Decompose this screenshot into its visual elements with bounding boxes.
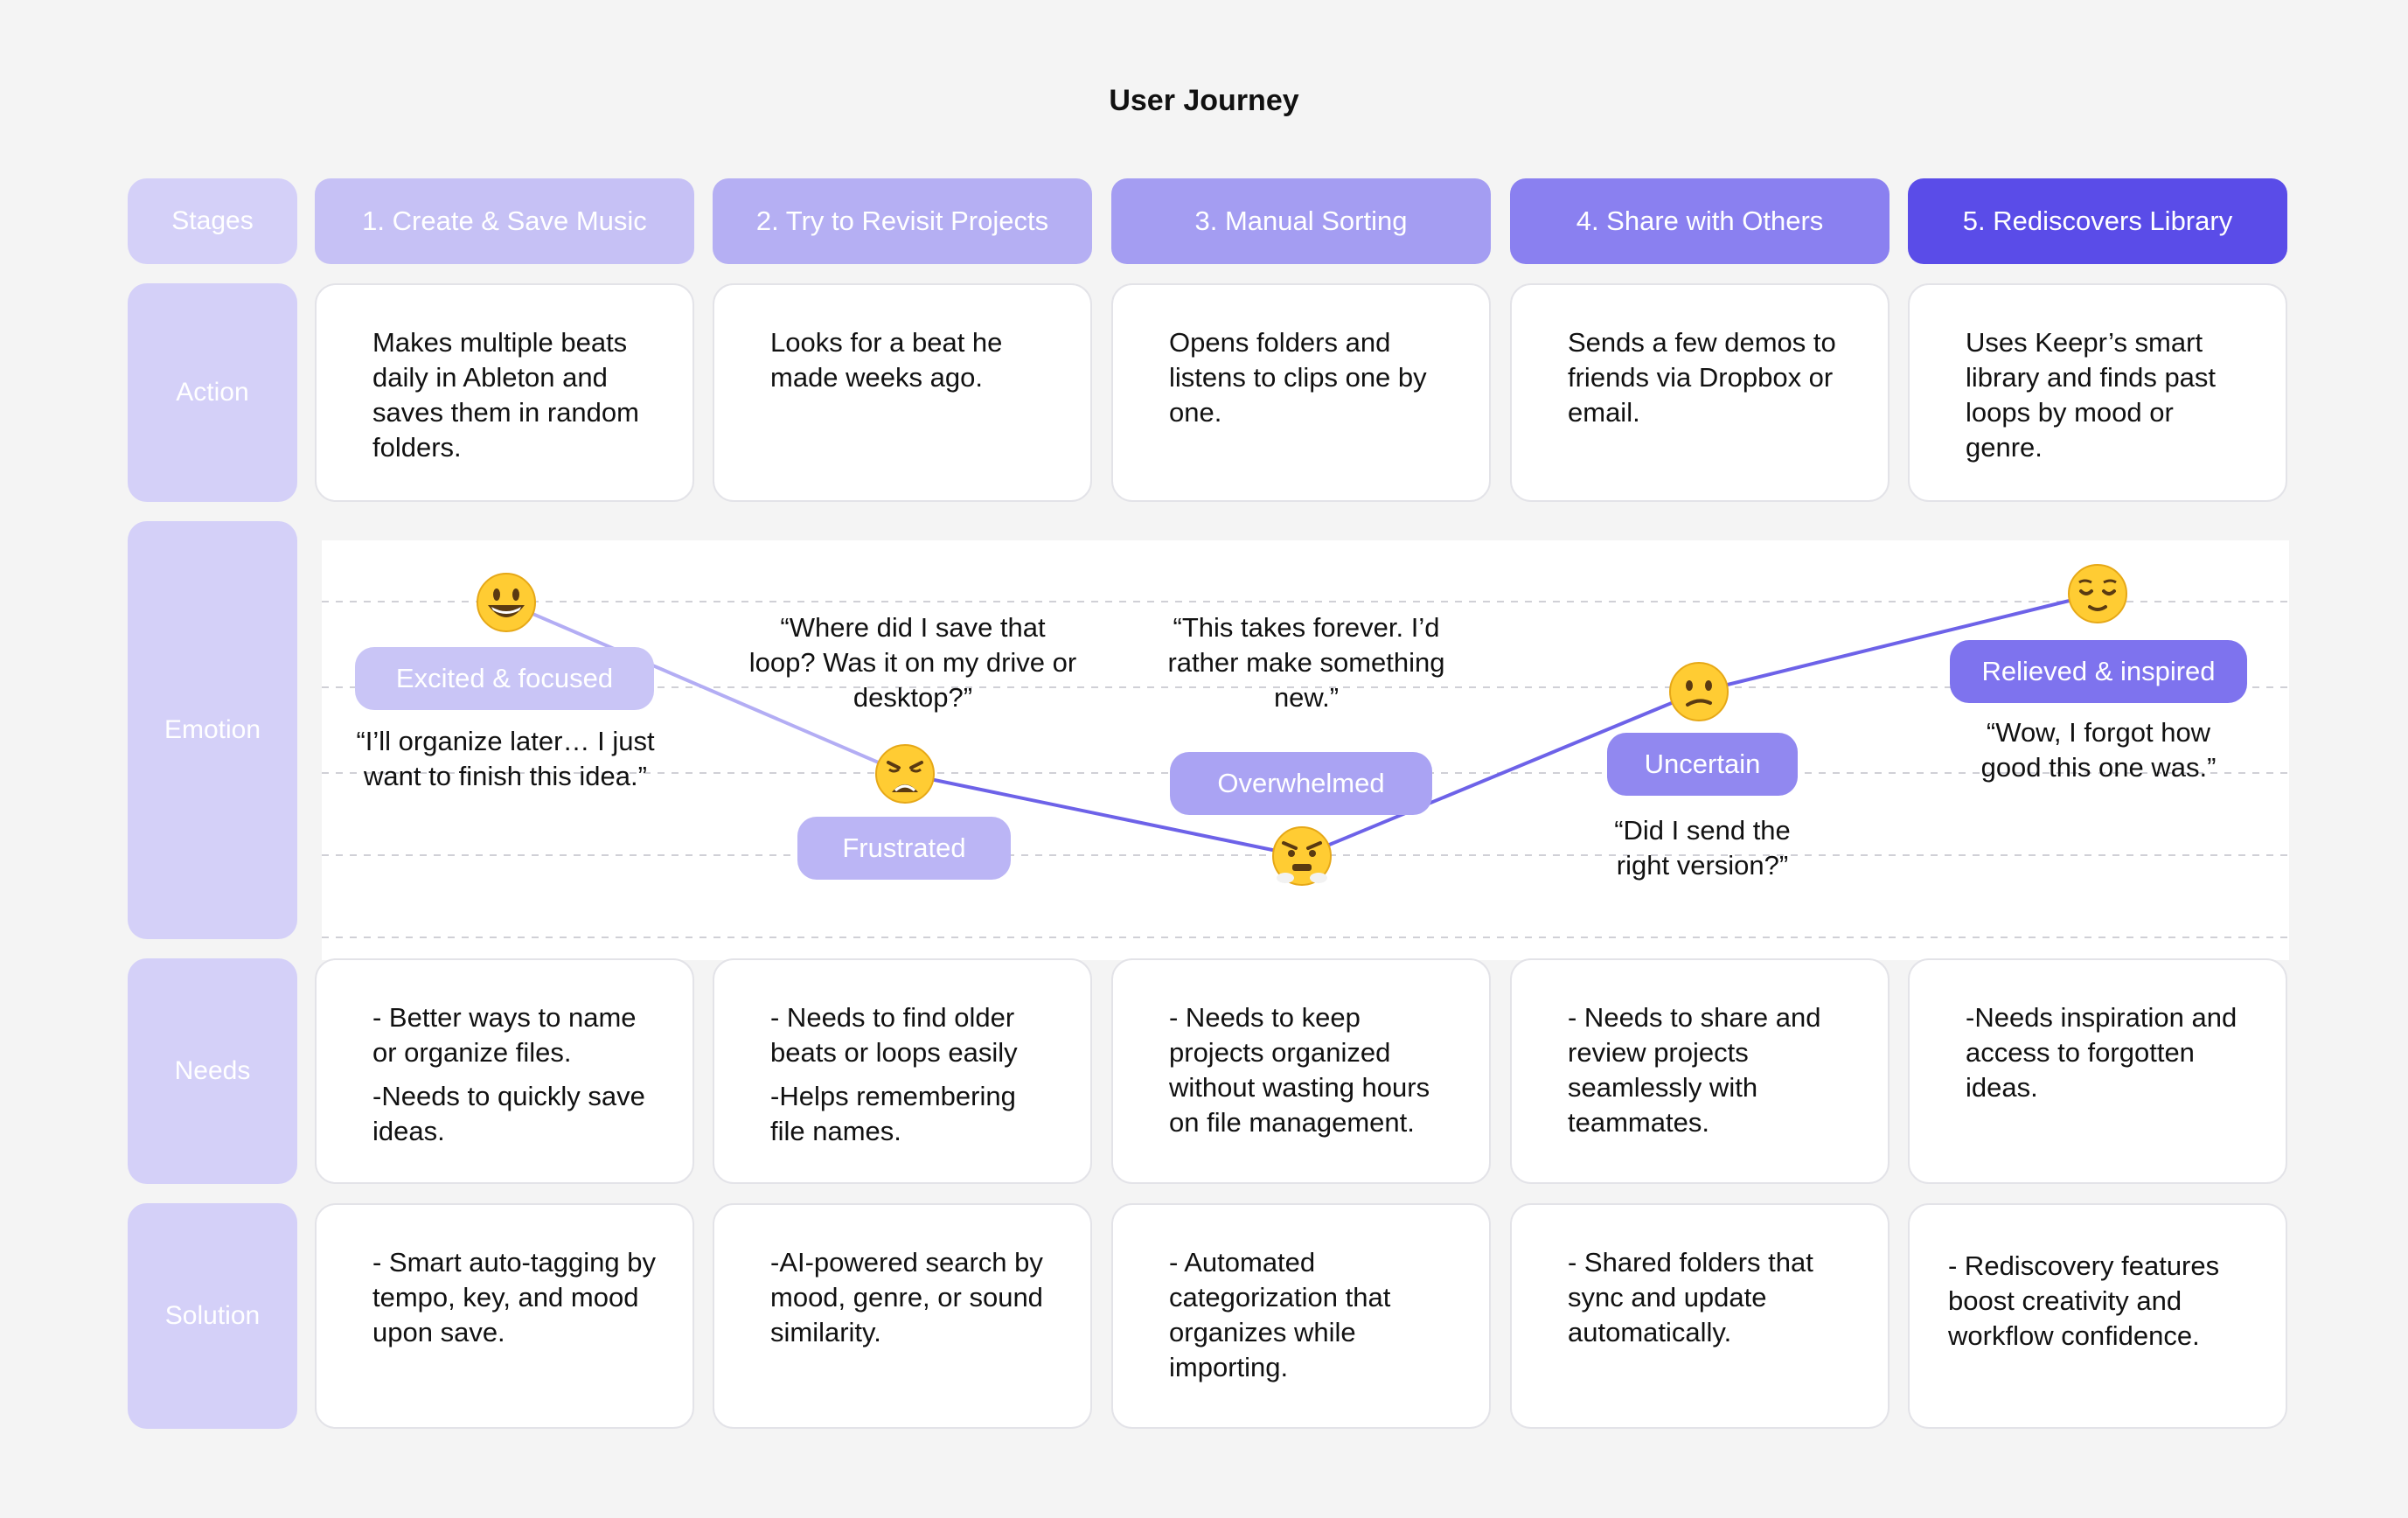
emotion-badge-3: Overwhelmed [1170, 752, 1432, 815]
emotion-curve-segment [1698, 592, 2098, 693]
solution-card-1: - Smart auto-tagging by tempo, key, and … [315, 1203, 694, 1429]
solution-card-2: -AI-powered search by mood, genre, or so… [713, 1203, 1092, 1429]
needs-text: -Needs inspiration and access to forgott… [1966, 1002, 2237, 1103]
stage-4: 4. Share with Others [1510, 178, 1890, 264]
grinning-face-icon [476, 572, 537, 633]
needs-card-1: - Better ways to name or organize files.… [315, 958, 694, 1184]
emotion-quote-2: “Where did I save that loop? Was it on m… [748, 612, 1077, 713]
solution-card-5: - Rediscovery features boost creativity … [1908, 1203, 2287, 1429]
emotion-curve-segment [505, 601, 906, 776]
action-text: Sends a few demos to friends via Dropbox… [1568, 327, 1836, 428]
emotion-quote-5: “Wow, I forgot how good this one was.” [1980, 717, 2217, 783]
row-label-emotion: Emotion [128, 521, 297, 939]
action-card-3: Opens folders and listens to clips one b… [1111, 283, 1491, 502]
action-card-1: Makes multiple beats daily in Ableton an… [315, 283, 694, 502]
emotion-quote-1: “I’ll organize later… I just want to fin… [356, 726, 655, 791]
solution-text: - Shared folders that sync and update au… [1568, 1247, 1813, 1347]
needs-text: - Better ways to name or organize files. [372, 1002, 637, 1068]
row-label-stages: Stages [128, 178, 297, 264]
stage-1: 1. Create & Save Music [315, 178, 694, 264]
emotion-badge-2: Frustrated [797, 817, 1011, 880]
emotion-curve-segment [904, 772, 1303, 858]
needs-text: -Helps remembering file names. [770, 1081, 1016, 1146]
relieved-face-icon [2067, 563, 2128, 624]
solution-text: - Automated categorization that organize… [1169, 1247, 1391, 1382]
row-label-needs: Needs [128, 958, 297, 1184]
stage-3: 3. Manual Sorting [1111, 178, 1491, 264]
action-card-4: Sends a few demos to friends via Dropbox… [1510, 283, 1890, 502]
needs-text: - Needs to keep projects organized witho… [1169, 1002, 1430, 1138]
needs-card-4: - Needs to share and review projects sea… [1510, 958, 1890, 1184]
weary-face-icon [874, 743, 936, 804]
action-text: Uses Keepr’s smart library and finds pas… [1966, 327, 2217, 463]
needs-card-5: -Needs inspiration and access to forgott… [1908, 958, 2287, 1184]
needs-text: - Needs to find older beats or loops eas… [770, 1002, 1018, 1068]
action-text: Opens folders and listens to clips one b… [1169, 327, 1427, 428]
steaming-face-icon [1271, 825, 1333, 887]
emotion-badge-5: Relieved & inspired [1950, 640, 2247, 703]
emotion-quote-3: “This takes forever. I’d rather make som… [1167, 612, 1445, 713]
stage-5: 5. Rediscovers Library [1908, 178, 2287, 264]
confused-face-icon [1668, 661, 1729, 722]
solution-card-3: - Automated categorization that organize… [1111, 1203, 1491, 1429]
solution-text: - Rediscovery features boost creativity … [1948, 1250, 2220, 1351]
emotion-quote-4: “Did I send the right version?” [1614, 815, 1791, 881]
stage-2: 2. Try to Revisit Projects [713, 178, 1092, 264]
page-title: User Journey [1109, 84, 1299, 117]
emotion-curve-area: Excited & focused Frustrated Overwhelmed… [322, 540, 2289, 960]
needs-text: - Needs to share and review projects sea… [1568, 1002, 1821, 1138]
solution-text: - Smart auto-tagging by tempo, key, and … [372, 1247, 656, 1347]
needs-card-3: - Needs to keep projects organized witho… [1111, 958, 1491, 1184]
emotion-curve-segment [1301, 690, 1700, 858]
solution-card-4: - Shared folders that sync and update au… [1510, 1203, 1890, 1429]
row-label-solution: Solution [128, 1203, 297, 1429]
action-text: Makes multiple beats daily in Ableton an… [372, 327, 639, 463]
row-label-action: Action [128, 283, 297, 502]
action-card-2: Looks for a beat he made weeks ago. [713, 283, 1092, 502]
emotion-badge-1: Excited & focused [355, 647, 654, 710]
needs-card-2: - Needs to find older beats or loops eas… [713, 958, 1092, 1184]
solution-text: -AI-powered search by mood, genre, or so… [770, 1247, 1043, 1347]
needs-text: -Needs to quickly save ideas. [372, 1081, 645, 1146]
emotion-badge-4: Uncertain [1607, 733, 1798, 796]
action-text: Looks for a beat he made weeks ago. [770, 327, 1003, 393]
action-card-5: Uses Keepr’s smart library and finds pas… [1908, 283, 2287, 502]
